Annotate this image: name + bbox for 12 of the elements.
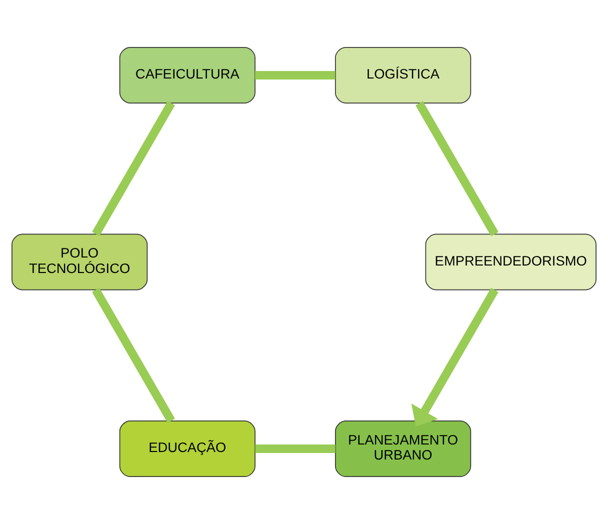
node-box: PLANEJAMENTO URBANO <box>335 420 472 477</box>
node-box: EDUCAÇÃO <box>119 420 256 477</box>
connector <box>415 101 498 236</box>
connector <box>92 288 175 423</box>
arrow <box>411 288 498 427</box>
node-box: LOGÍSTICA <box>335 47 472 104</box>
connector <box>255 444 336 454</box>
node-box: CAFEICULTURA <box>119 47 256 104</box>
connector <box>255 70 336 80</box>
connector <box>92 100 176 236</box>
node-box: POLO TECNOLÓGICO <box>12 234 148 290</box>
node-box: EMPREENDEDORISMO <box>425 234 596 290</box>
